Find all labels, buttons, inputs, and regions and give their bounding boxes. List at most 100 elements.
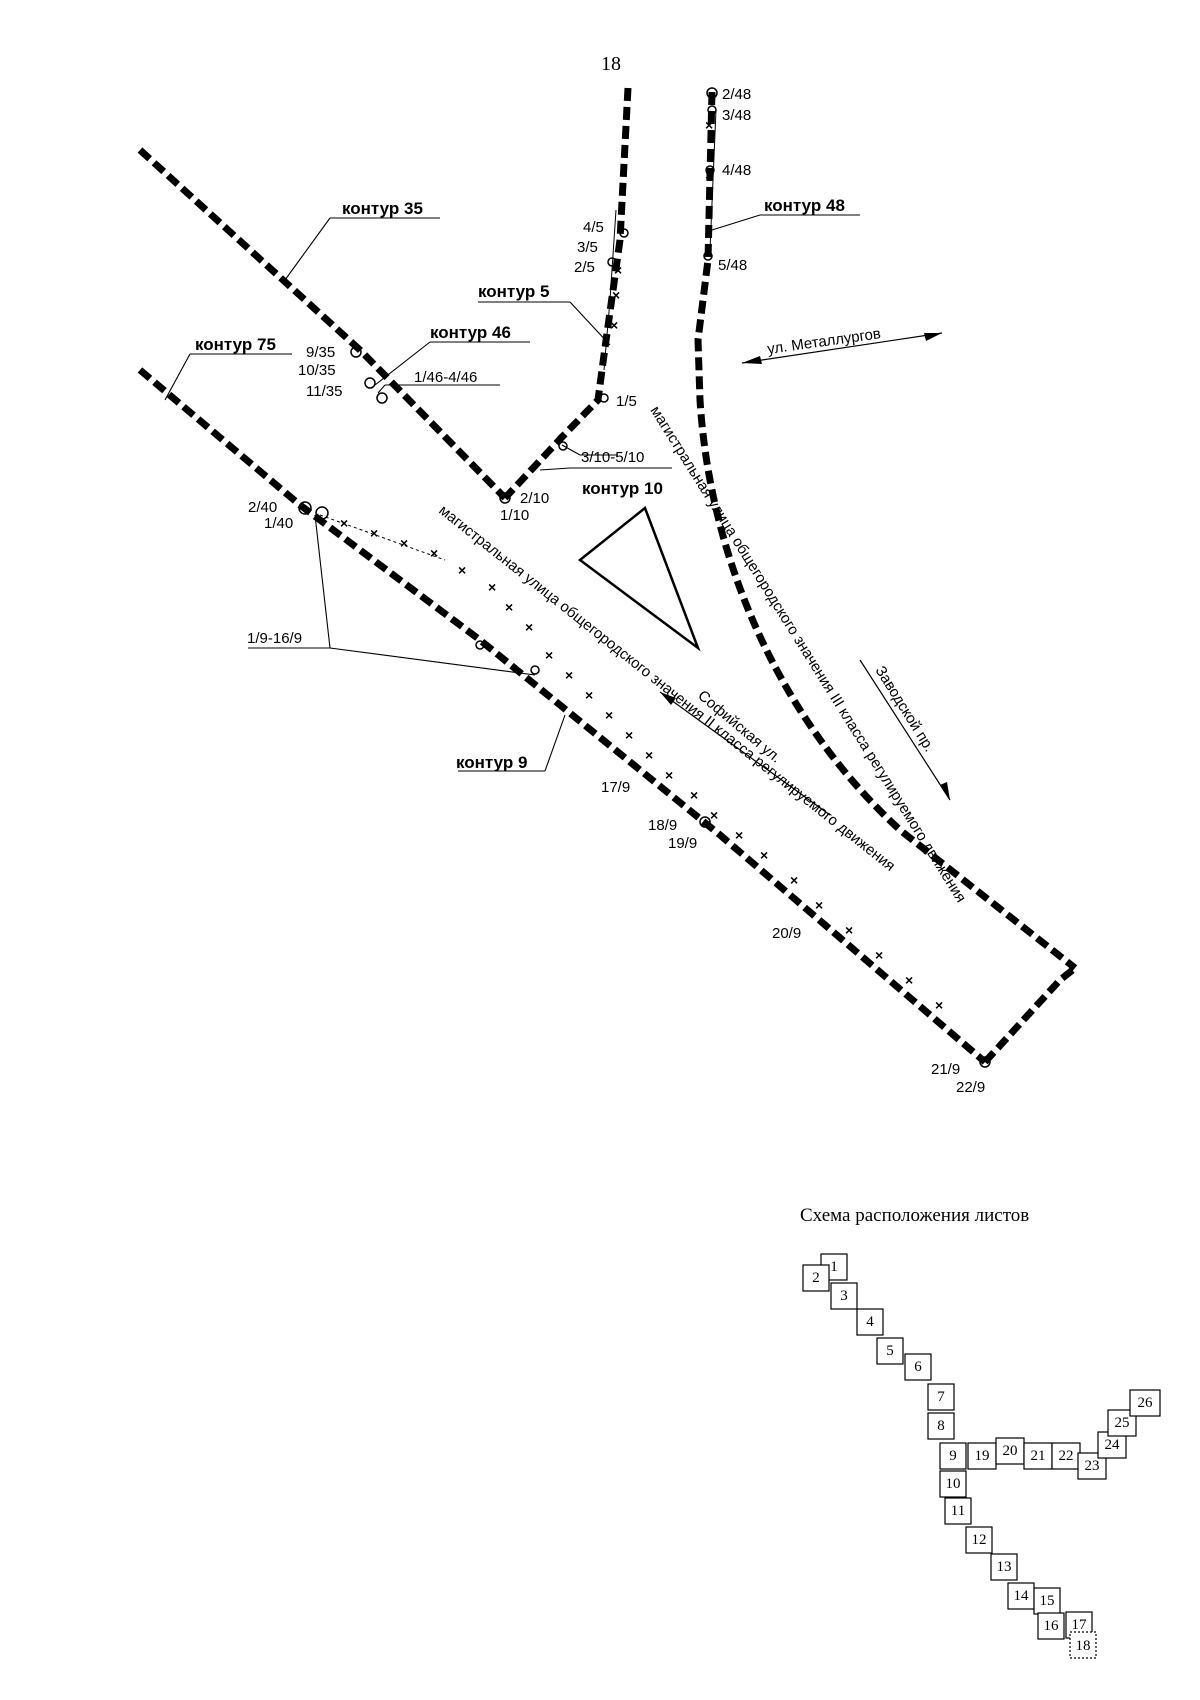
cross-markers: × × × × × × × × × × × × × × × × × × × × …	[340, 117, 943, 1013]
svg-text:×: ×	[735, 827, 743, 843]
svg-text:×: ×	[935, 997, 943, 1013]
svg-text:×: ×	[612, 287, 620, 303]
street-label-zavodskoy: Заводской пр.	[872, 663, 938, 755]
sheet-10: 10	[939, 1470, 967, 1498]
svg-text:×: ×	[905, 972, 913, 988]
svg-text:×: ×	[645, 747, 653, 763]
svg-text:×: ×	[710, 807, 718, 823]
point-label-1-5: 1/5	[616, 393, 637, 410]
sheet-2: 2	[802, 1264, 830, 1292]
boundary-closing	[982, 965, 1078, 1065]
point-label-21-9: 21/9	[931, 1061, 960, 1078]
svg-text:×: ×	[400, 535, 408, 551]
sheet-12: 12	[965, 1526, 993, 1554]
svg-text:×: ×	[505, 599, 513, 615]
svg-text:×: ×	[705, 167, 713, 183]
sheet-23: 23	[1077, 1452, 1107, 1480]
svg-text:17: 17	[1072, 1617, 1088, 1633]
svg-text:×: ×	[458, 562, 466, 578]
sheet-scheme-title: Схема расположения листов	[800, 1205, 1029, 1226]
svg-text:×: ×	[614, 262, 622, 278]
sheet-13: 13	[990, 1553, 1018, 1581]
svg-text:19: 19	[975, 1448, 990, 1464]
svg-text:3: 3	[840, 1288, 848, 1304]
boundary-contour-5	[502, 87, 632, 501]
direction-arrows	[659, 332, 951, 816]
svg-text:18: 18	[1076, 1638, 1091, 1654]
point-label-18-9: 18/9	[648, 817, 677, 834]
boundary-contour-9	[137, 367, 988, 1065]
svg-text:2: 2	[812, 1270, 820, 1286]
contour-5-label: контур 5	[478, 282, 549, 301]
thin-line-contour-48	[709, 109, 717, 251]
sheet-25: 25	[1107, 1409, 1137, 1437]
svg-text:×: ×	[370, 525, 378, 541]
point-label-10-35: 10/35	[298, 362, 336, 379]
point-label-1-46-4-46: 1/46-4/46	[414, 369, 477, 386]
svg-text:×: ×	[585, 687, 593, 703]
svg-text:22: 22	[1059, 1448, 1074, 1464]
street-label-metallurgov: ул. Металлургов	[766, 325, 882, 358]
svg-text:26: 26	[1138, 1395, 1154, 1411]
boundary-lines	[137, 87, 1078, 1065]
contour-9-label: контур 9	[456, 753, 527, 772]
svg-text:11: 11	[951, 1503, 965, 1519]
contour-10-label: контур 10	[582, 479, 663, 498]
sheet-4: 4	[856, 1308, 884, 1336]
svg-text:×: ×	[430, 545, 438, 561]
svg-text:×: ×	[760, 847, 768, 863]
sheet-19: 19	[967, 1442, 997, 1470]
point-label-4-48: 4/48	[722, 162, 751, 179]
point-label-2-48: 2/48	[722, 86, 751, 103]
sheet-26: 26	[1129, 1389, 1161, 1417]
svg-text:6: 6	[914, 1359, 922, 1375]
point-label-2-10: 2/10	[520, 490, 549, 507]
svg-text:×: ×	[705, 202, 713, 218]
point-label-1-40: 1/40	[264, 515, 293, 532]
contour-35-label: контур 35	[342, 199, 423, 218]
sheet-14: 14	[1007, 1582, 1035, 1610]
thin-line-contour-5	[603, 209, 617, 371]
svg-text:25: 25	[1115, 1415, 1130, 1431]
point-label-2-5: 2/5	[574, 259, 595, 276]
point-label-9-35: 9/35	[306, 344, 335, 361]
point-label-17-9: 17/9	[601, 779, 630, 796]
svg-text:×: ×	[525, 619, 533, 635]
svg-text:×: ×	[875, 947, 883, 963]
svg-text:×: ×	[790, 872, 798, 888]
point-label-22-9: 22/9	[956, 1079, 985, 1096]
point-label-5-48: 5/48	[718, 257, 747, 274]
traffic-island	[577, 505, 701, 652]
svg-text:×: ×	[625, 727, 633, 743]
thin-line-contour-40	[319, 514, 446, 561]
point-markers	[298, 87, 991, 1068]
sheet-22: 22	[1051, 1442, 1081, 1470]
svg-text:1: 1	[830, 1259, 838, 1275]
sheet-21: 21	[1023, 1442, 1053, 1470]
point-label-2-40: 2/40	[248, 499, 277, 516]
svg-text:8: 8	[937, 1418, 945, 1434]
svg-text:13: 13	[997, 1559, 1012, 1575]
point-label-3-10-5-10: 3/10-5/10	[581, 449, 644, 466]
svg-text:4: 4	[866, 1314, 874, 1330]
svg-text:×: ×	[340, 515, 348, 531]
svg-text:15: 15	[1040, 1593, 1055, 1609]
contour-75-label: контур 75	[195, 335, 276, 354]
svg-text:×: ×	[610, 317, 618, 333]
sheet-9: 9	[939, 1442, 967, 1470]
svg-text:×: ×	[845, 922, 853, 938]
sheet-20: 20	[995, 1437, 1025, 1465]
leader-lines	[164, 214, 860, 772]
point-label-1-10: 1/10	[500, 507, 529, 524]
sheet-5: 5	[876, 1337, 904, 1365]
svg-text:14: 14	[1014, 1588, 1030, 1604]
page-number: 18	[601, 53, 621, 75]
sheet-6: 6	[904, 1353, 932, 1381]
point-label-1-9-16-9: 1/9-16/9	[247, 630, 302, 647]
svg-text:9: 9	[949, 1448, 957, 1464]
sheet-3: 3	[830, 1282, 858, 1310]
sheet-11: 11	[944, 1497, 972, 1525]
point-label-19-9: 19/9	[668, 835, 697, 852]
point-label-4-5: 4/5	[583, 219, 604, 236]
